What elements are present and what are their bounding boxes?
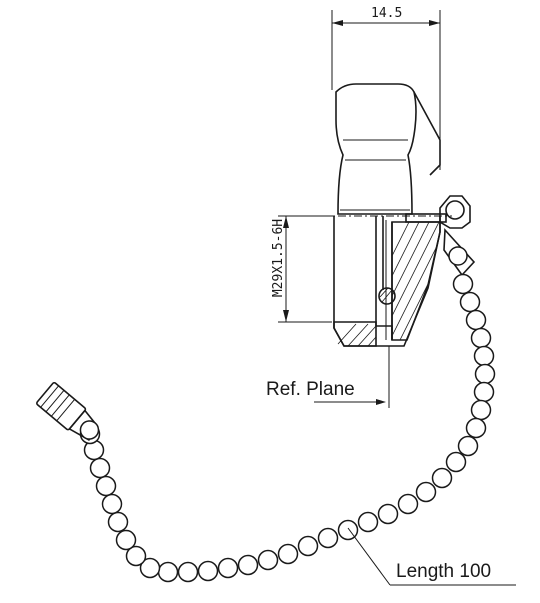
- ball-chain: [79, 273, 496, 583]
- chain-bead: [177, 561, 199, 583]
- chain-bead: [415, 481, 437, 503]
- chain-bead: [157, 561, 179, 583]
- chain-bead: [277, 543, 299, 565]
- chain-bead: [317, 527, 339, 549]
- chain-bead: [470, 399, 492, 421]
- length-callout: Length 100: [347, 527, 516, 586]
- chain-bead: [101, 493, 123, 515]
- width-dimension: 14.5: [331, 6, 441, 170]
- chain-bead: [217, 557, 239, 579]
- chain-bead: [357, 511, 379, 533]
- chain-bead: [125, 545, 147, 567]
- width-dimension-label: 14.5: [371, 6, 402, 21]
- thread-dimension: M29X1.5-6H: [271, 215, 334, 323]
- chain-bead: [139, 557, 161, 579]
- ref-plane-callout: Ref. Plane: [266, 346, 390, 408]
- chain-bead: [445, 451, 467, 473]
- chain-bead: [95, 475, 117, 497]
- chain-bead: [257, 549, 279, 571]
- thread-spec-label: M29X1.5-6H: [271, 219, 286, 297]
- chain-length-label: Length 100: [396, 561, 491, 582]
- chain-bead: [197, 560, 219, 582]
- chain-bead: [459, 291, 481, 313]
- chain-bead: [457, 435, 479, 457]
- o-ring: [378, 287, 396, 305]
- chain-bead: [470, 327, 492, 349]
- chain-bead: [107, 511, 129, 533]
- chain-bead: [473, 381, 495, 403]
- chain-bead: [474, 363, 496, 385]
- chain-bead: [237, 554, 259, 576]
- chain-bead: [465, 309, 487, 331]
- chain-bead: [452, 273, 474, 295]
- chain-bead: [377, 503, 399, 525]
- chain-bead: [397, 493, 419, 515]
- chain-end-clip: [36, 382, 100, 442]
- chain-bead: [115, 529, 137, 551]
- chain-bead: [431, 467, 453, 489]
- chain-bead: [297, 535, 319, 557]
- ref-plane-label: Ref. Plane: [266, 379, 355, 400]
- chain-bead: [473, 345, 495, 367]
- chain-bead: [465, 417, 487, 439]
- chain-bead: [89, 457, 111, 479]
